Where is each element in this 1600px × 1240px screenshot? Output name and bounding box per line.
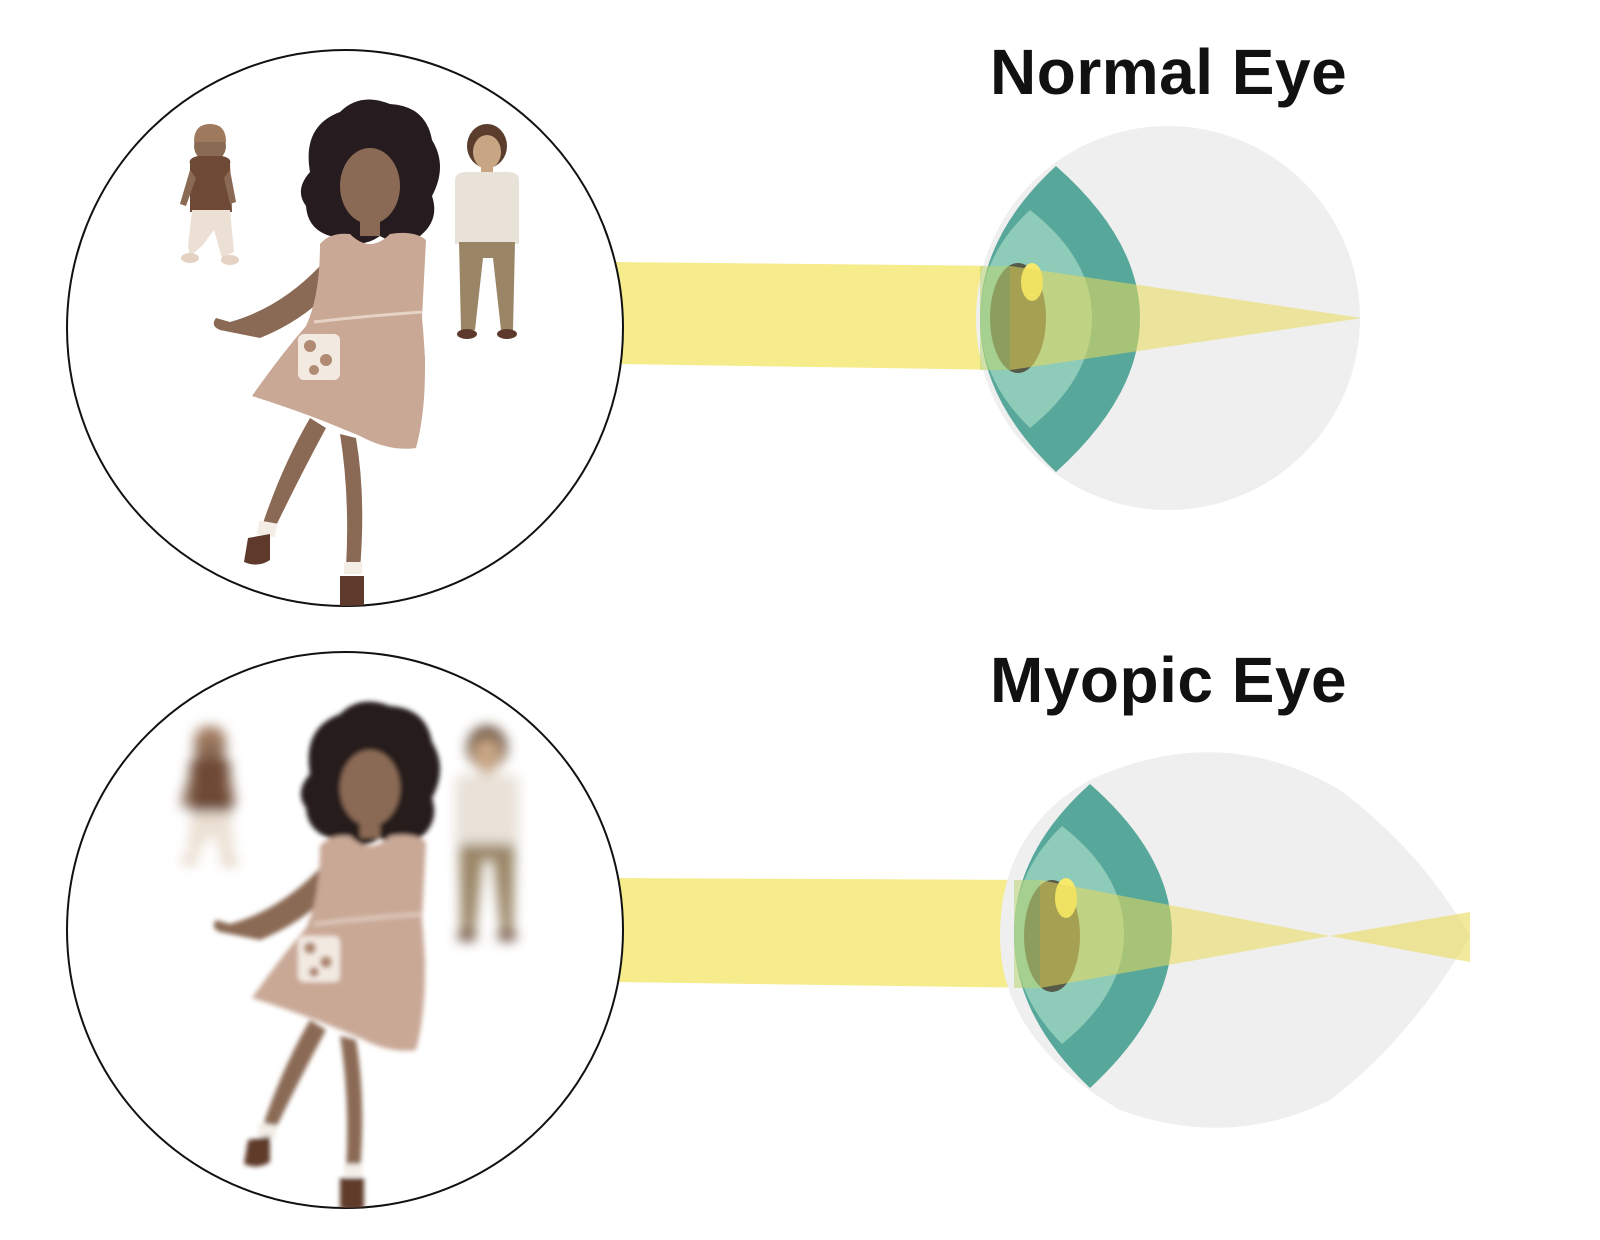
light-beam <box>616 878 1040 988</box>
eyeball-icon <box>976 126 1362 510</box>
myopic-eye-panel <box>66 651 1470 1209</box>
light-beam <box>616 262 1010 370</box>
eyeball-icon <box>1000 752 1470 1128</box>
scene-sharp <box>66 49 624 607</box>
normal-eye-panel <box>66 49 1362 607</box>
myopic-eye-title: Myopic Eye <box>990 644 1348 716</box>
normal-eye-title: Normal Eye <box>990 36 1348 108</box>
scene-blurred <box>66 651 624 1209</box>
